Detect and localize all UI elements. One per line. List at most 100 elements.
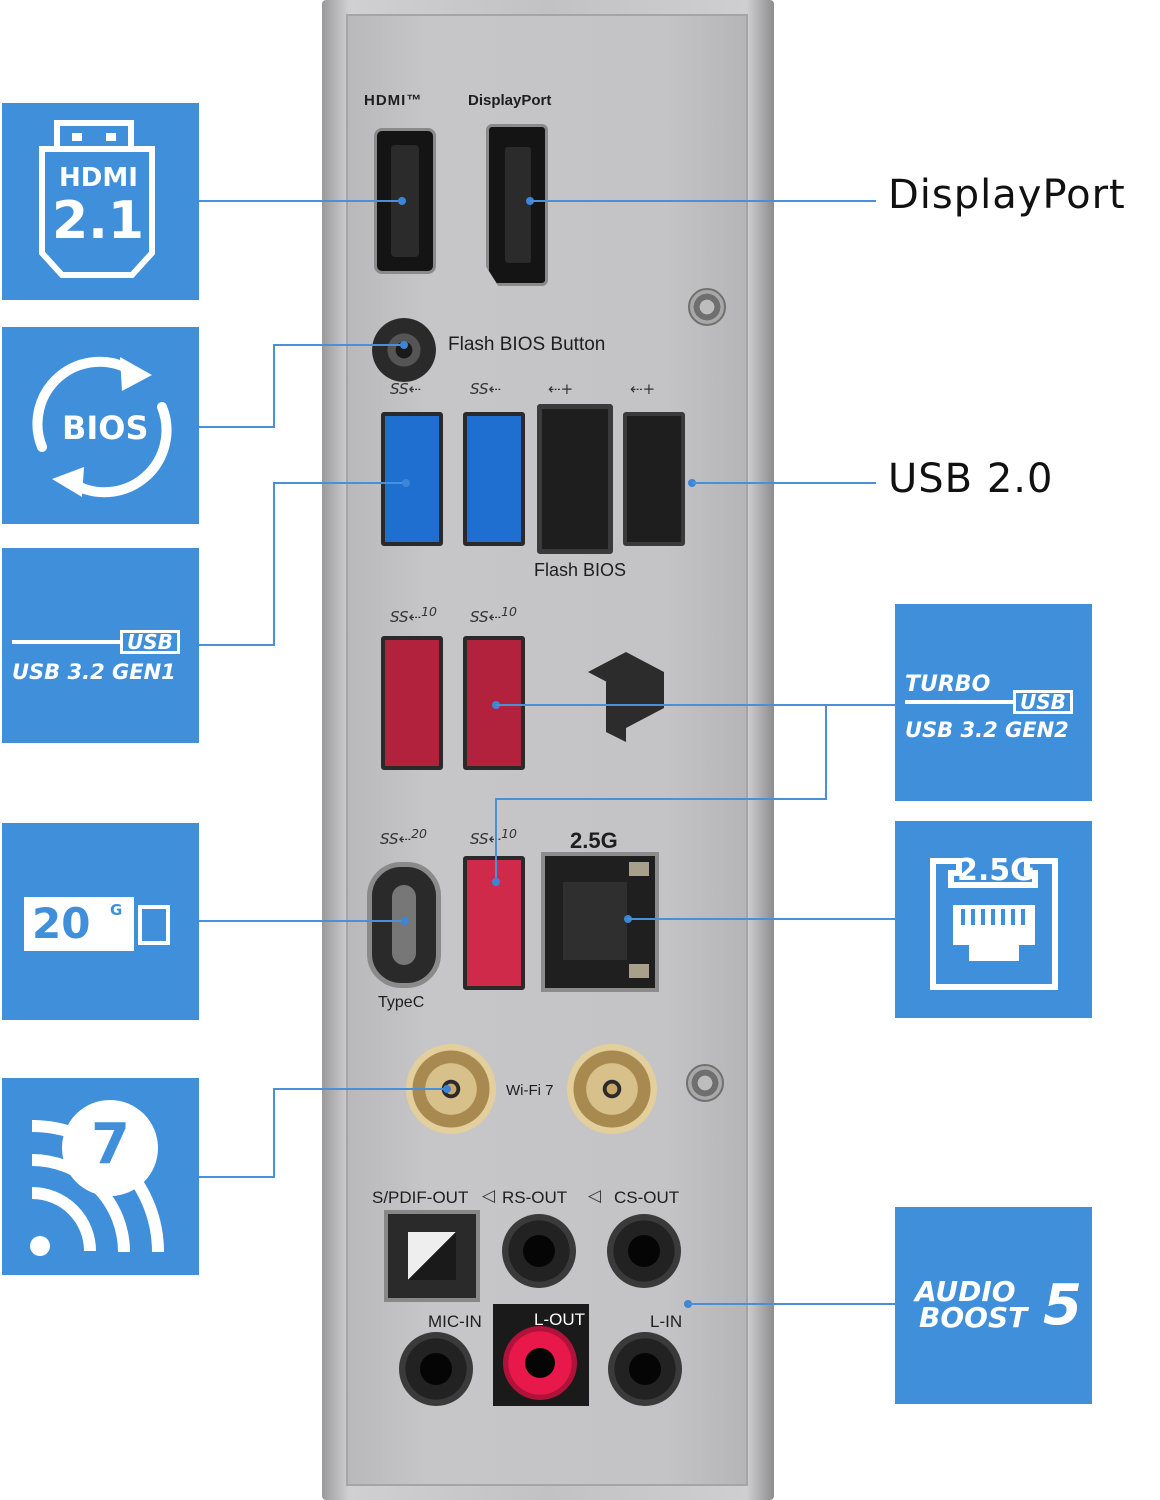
usb-gen1-badge: USB (120, 630, 180, 654)
callout-gen1-v (273, 482, 275, 646)
hdmi-tile-line1: HDMI (59, 163, 138, 193)
wifi-antenna-connector-2 (567, 1044, 657, 1134)
turbo-usb-gen2-tile: TURBO USB USB 3.2 GEN2 (895, 604, 1092, 801)
bios-refresh-icon (32, 356, 172, 498)
l-out-label-over: L-OUT (534, 1310, 585, 1329)
usb2-logo-1: ⇠+ (548, 380, 574, 398)
displayport-port (486, 124, 548, 286)
l-in-jack (608, 1332, 682, 1406)
callout-displayport-line (530, 200, 876, 202)
flash-bios-label: Flash BIOS (534, 560, 627, 580)
audio-boost-tile: AUDIO BOOST 5 (895, 1207, 1092, 1404)
turbo-usb-label: USB 3.2 GEN2 (905, 718, 1069, 742)
ss10-logo-2: SS⇠10 (470, 604, 517, 626)
speaker-icon-2: ◁ (588, 1186, 602, 1206)
brand-logo-icon (588, 652, 664, 742)
turbo-usb-badge: USB (1013, 690, 1073, 714)
callout-audio-line (688, 1303, 896, 1305)
displayport-port-inner (505, 147, 531, 263)
spdif-out-label: S/PDIF-OUT (372, 1188, 469, 1207)
ss10-logo-3: SS⇠10 (470, 826, 517, 848)
l-out-jack (503, 1326, 577, 1400)
usb-20g-tile: 20 G (2, 823, 199, 1020)
ss20-logo: SS⇠20 (380, 826, 427, 848)
callout-gen2-h1 (496, 704, 896, 706)
callout-usb2-label: USB 2.0 (888, 456, 1054, 502)
usb2-port-flash-bios (537, 404, 613, 554)
usb32-gen1-port-2 (463, 412, 525, 546)
lan-led-bottom (629, 964, 649, 978)
callout-lan-line (628, 918, 896, 920)
callout-hdmi-dot (398, 197, 406, 205)
usb-20g-plug (138, 905, 170, 945)
lan-speed-label: 2.5G (570, 828, 618, 853)
audio-line2: BOOST (919, 1301, 1028, 1334)
audio-line1: AUDIO (915, 1275, 1016, 1308)
hdmi-logo: HDMI™ (364, 92, 423, 109)
callout-gen2-v2 (495, 798, 497, 882)
callout-hdmi-line (199, 200, 402, 202)
usb-typec-port (367, 862, 441, 988)
callout-usb2-line (692, 482, 876, 484)
bios-tile-label: BIOS (62, 409, 149, 447)
rs-out-jack (502, 1214, 576, 1288)
displayport-top-label: DisplayPort (468, 92, 552, 109)
callout-wifi-h2 (273, 1088, 445, 1090)
typec-label: TypeC (378, 994, 425, 1011)
bios-tile: BIOS (2, 327, 199, 524)
ss10-sup-3: 10 (501, 826, 517, 841)
callout-wifi-v (273, 1088, 275, 1178)
cs-out-label: CS-OUT (614, 1188, 680, 1207)
callout-gen2-dot-2 (492, 878, 500, 886)
wifi-label: Wi-Fi 7 (506, 1082, 554, 1099)
screw-top (688, 288, 726, 326)
callout-20g-line (199, 920, 405, 922)
callout-20g-dot (401, 917, 409, 925)
wifi7-tile: 7 (2, 1078, 199, 1275)
ss10-sup-2: 10 (501, 604, 517, 619)
usb2-logo-2: ⇠+ (630, 380, 656, 398)
cs-out-jack (607, 1214, 681, 1288)
mic-in-jack (399, 1332, 473, 1406)
lan-25g-tile: 2.5G (895, 821, 1092, 1018)
usb2-port-2 (623, 412, 685, 546)
callout-bios-h1 (199, 426, 274, 428)
ss-logo-2: SS⇠ (470, 380, 502, 398)
turbo-badge-line (905, 700, 1015, 704)
usb-badge-line (12, 640, 122, 644)
callout-displayport-label: DisplayPort (888, 172, 1126, 218)
callout-gen2-v (825, 704, 827, 800)
wifi-signal-icon (30, 1100, 164, 1256)
callout-wifi-dot (443, 1085, 451, 1093)
turbo-label: TURBO (905, 672, 991, 697)
usb32-gen2-port-3 (463, 856, 525, 990)
l-in-label: L-IN (650, 1312, 683, 1331)
callout-bios-v (273, 344, 275, 428)
ss20-sup: 20 (411, 826, 427, 841)
usb32-gen1-port-1 (381, 412, 443, 546)
callout-bios-h2 (273, 344, 403, 346)
callout-gen2-h2 (496, 798, 827, 800)
callout-wifi-h1 (199, 1176, 274, 1178)
ss10-sup-1: 10 (421, 604, 437, 619)
hdmi-connector-icon (39, 120, 155, 278)
ss10-logo-1: SS⇠10 (390, 604, 437, 626)
lan-jack (563, 882, 627, 960)
audio-version: 5 (1043, 1273, 1082, 1338)
speaker-icon-1: ◁ (482, 1186, 496, 1206)
hdmi-tile-line2: 2.1 (52, 191, 145, 251)
ethernet-port-icon (930, 858, 1058, 990)
lan-led-top (629, 862, 649, 876)
flash-bios-button-label: Flash BIOS Button (448, 334, 606, 355)
usb32-gen1-tile: USB USB 3.2 GEN1 (2, 548, 199, 743)
callout-gen1-h2 (273, 482, 404, 484)
flash-bios-button[interactable] (372, 318, 436, 382)
lan-port (541, 852, 659, 992)
typec-inner (392, 885, 416, 965)
usb-gen1-label: USB 3.2 GEN1 (12, 660, 176, 684)
usb-20g-value: 20 (32, 899, 91, 948)
usb32-gen2-port-1 (381, 636, 443, 770)
usb-20g-body (24, 897, 134, 951)
callout-gen1-dot (402, 479, 410, 487)
callout-bios-dot (400, 341, 408, 349)
